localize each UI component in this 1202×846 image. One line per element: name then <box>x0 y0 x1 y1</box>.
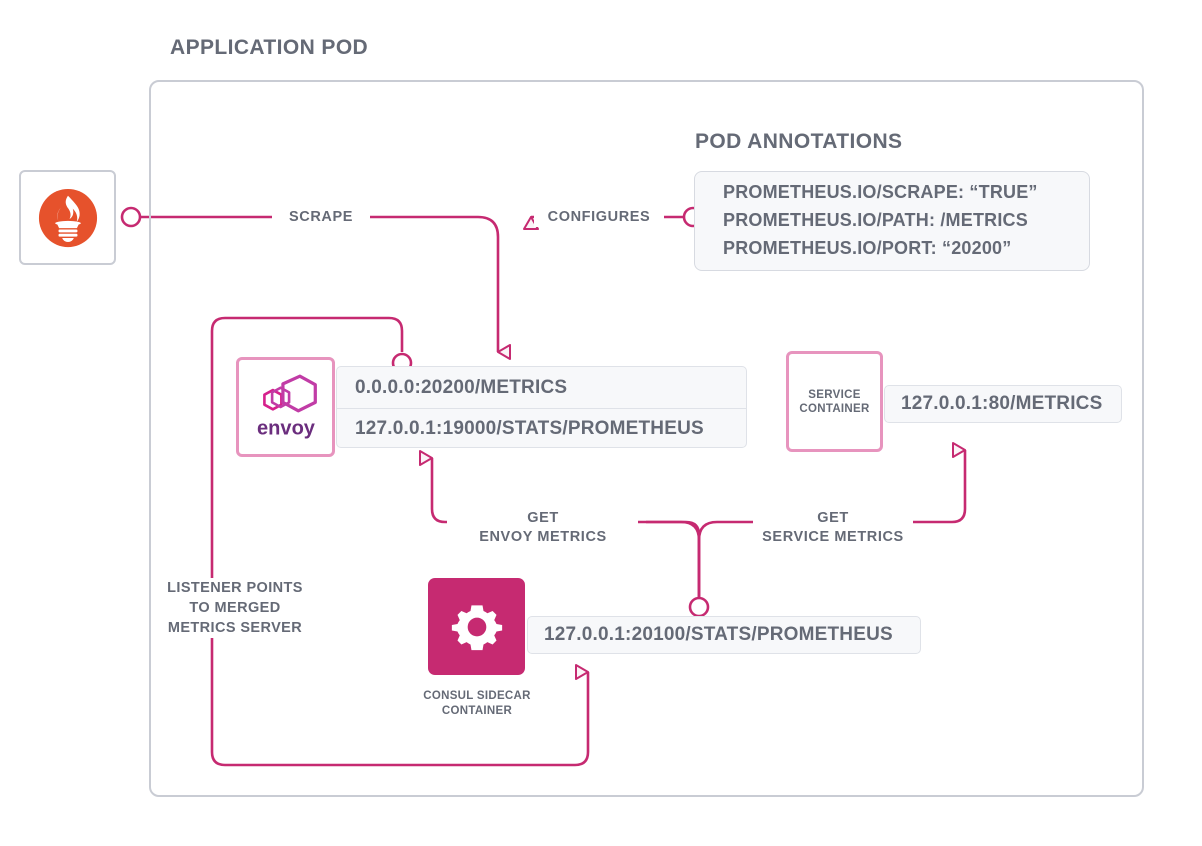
envoy-container[interactable]: envoy <box>236 357 335 457</box>
envoy-endpoints: 0.0.0.0:20200/METRICS 127.0.0.1:19000/ST… <box>336 366 747 448</box>
edge-label-get-envoy-metrics: GET ENVOY METRICS <box>448 509 638 547</box>
prometheus-server[interactable] <box>19 170 116 265</box>
edge-label-get-service-metrics: GET SERVICE METRICS <box>753 509 913 547</box>
service-container-endpoint: 127.0.0.1:80/METRICS <box>884 385 1122 423</box>
envoy-url-admin: 127.0.0.1:19000/STATS/PROMETHEUS <box>337 408 746 447</box>
edge-label-scrape: SCRAPE <box>272 208 370 227</box>
prometheus-torch-icon <box>38 188 97 247</box>
envoy-logo: envoy <box>257 374 317 440</box>
application-pod-boundary <box>149 80 1144 797</box>
envoy-url-merged: 0.0.0.0:20200/METRICS <box>355 376 568 398</box>
consul-sidecar-endpoint: 127.0.0.1:20100/STATS/PROMETHEUS <box>527 616 921 654</box>
consul-sidecar-container[interactable] <box>428 578 525 675</box>
service-container[interactable]: SERVICE CONTAINER <box>786 351 883 452</box>
pod-annotations-panel: PROMETHEUS.IO/SCRAPE: “TRUE” PROMETHEUS.… <box>694 171 1090 271</box>
pod-annotations-title: POD ANNOTATIONS <box>695 130 903 153</box>
note-listener-points: LISTENER POINTS TO MERGED METRICS SERVER <box>155 578 315 638</box>
page-title: APPLICATION POD <box>170 36 369 59</box>
annotation-line: PROMETHEUS.IO/PORT: “20200” <box>723 238 1012 258</box>
edge-label-configures: CONFIGURES <box>534 208 664 227</box>
consul-sidecar-caption: CONSUL SIDECAR CONTAINER <box>423 690 531 717</box>
annotation-line: PROMETHEUS.IO/SCRAPE: “TRUE” <box>723 182 1038 202</box>
gear-icon <box>451 604 502 650</box>
svg-text:envoy: envoy <box>257 418 316 440</box>
dot-prometheus-out <box>120 206 142 228</box>
annotation-line: PROMETHEUS.IO/PATH: /METRICS <box>723 210 1028 230</box>
service-container-label: SERVICE CONTAINER <box>799 388 870 415</box>
